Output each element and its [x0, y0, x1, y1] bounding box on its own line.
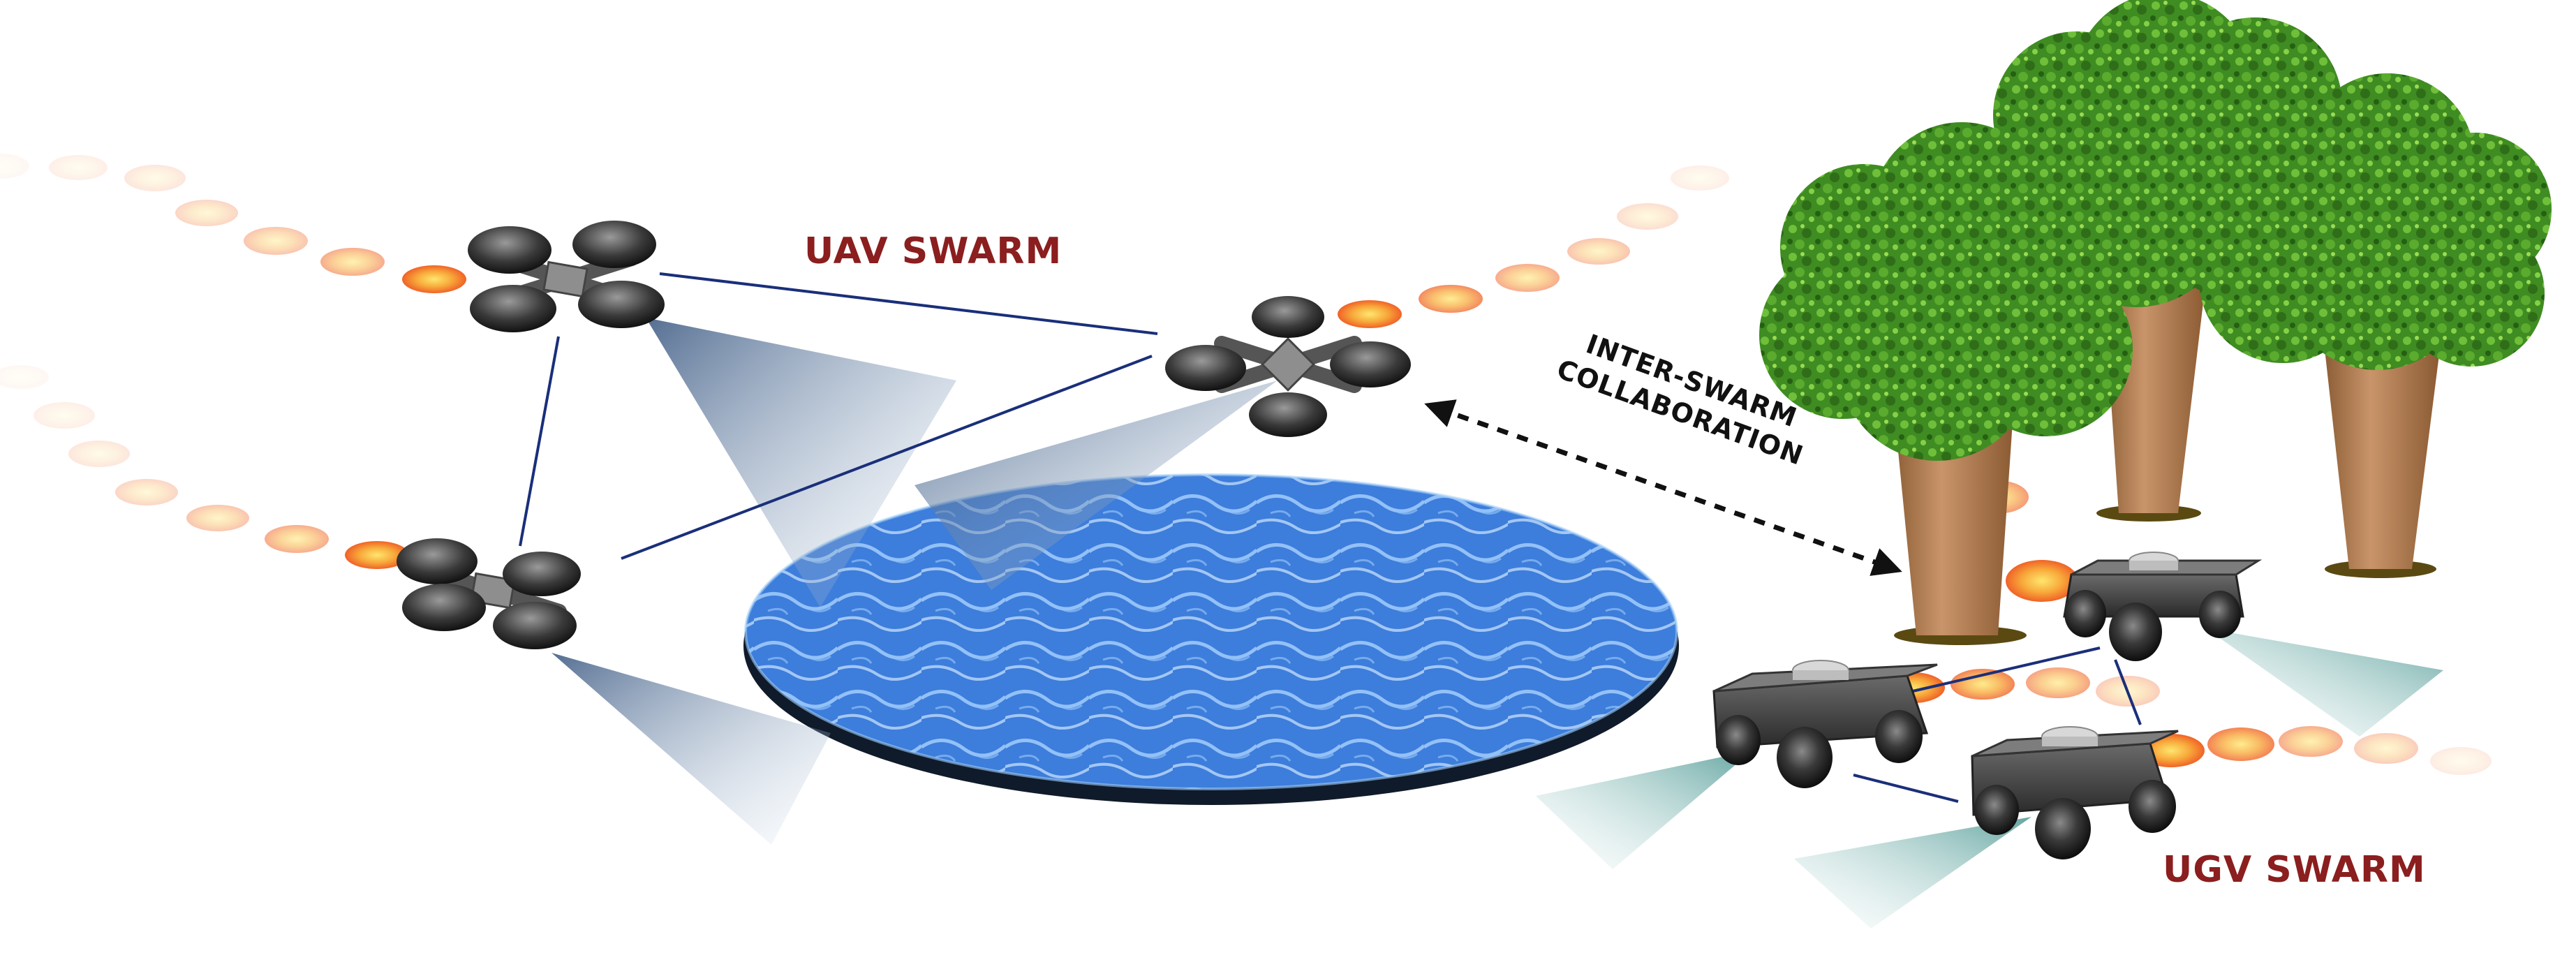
uav-drone-1 [468, 221, 665, 332]
ugv-robot-3 [1971, 726, 2179, 859]
pond [743, 473, 1679, 805]
ugv-robot-2 [1712, 660, 1938, 788]
ugv-links [1853, 647, 2142, 803]
uav-drone-2 [397, 538, 581, 649]
uav-links [519, 272, 1158, 560]
uav-drone-3 [1165, 296, 1411, 437]
uav-trail-top [0, 154, 466, 293]
tree-left [1759, 122, 2140, 645]
uav-trail-bottom [0, 365, 409, 569]
ugv-swarm-label: UGV SWARM [2163, 849, 2426, 891]
uav-swarm-label: UAV SWARM [804, 230, 1063, 272]
uav-sensor-cones [552, 318, 1278, 845]
ugv-robot-1 [2063, 552, 2263, 661]
ugv-sensor-cones [1536, 628, 2443, 929]
uav-trail-right [1338, 165, 1729, 328]
inter-swarm-arrow [1424, 399, 1902, 576]
tree-right [2199, 73, 2552, 578]
